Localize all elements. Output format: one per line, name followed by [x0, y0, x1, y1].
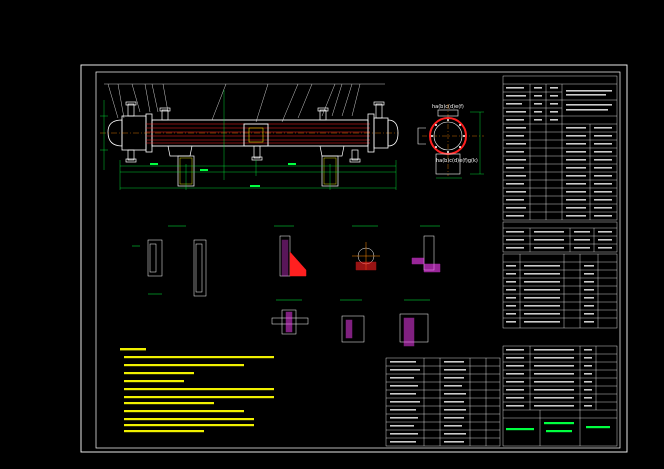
main-dimensions [119, 90, 397, 190]
top-nozzles [125, 101, 385, 121]
detail-view-5 [271, 299, 309, 335]
end-view-label-bottom: ha(b)c(d)e(f)g(k) [436, 158, 478, 164]
design-parameters-table [502, 253, 618, 329]
detail-view-1 [132, 225, 207, 297]
detail-view-3 [352, 225, 380, 271]
end-view: ha(b)c(d)e(f) ha(b)c(d)e(f)g(k) [417, 104, 484, 179]
drawing-inner-border [95, 71, 621, 449]
detail-view-2 [274, 225, 307, 277]
detail-view-7 [399, 299, 430, 347]
title-block [502, 345, 618, 447]
left-channel-head [107, 119, 123, 147]
detail-view-4 [411, 225, 441, 273]
main-elevation-view [100, 83, 399, 190]
drawing-outer-frame [80, 64, 628, 453]
end-view-label-top: ha(b)c(d)e(f) [432, 104, 464, 110]
nozzle-table [502, 221, 618, 253]
technical-notes [120, 348, 274, 433]
right-channel-head [387, 119, 399, 147]
parts-list-table [385, 357, 501, 447]
detail-view-6 [340, 299, 365, 343]
bottom-nozzles [125, 145, 361, 163]
technical-data-table [502, 75, 618, 221]
